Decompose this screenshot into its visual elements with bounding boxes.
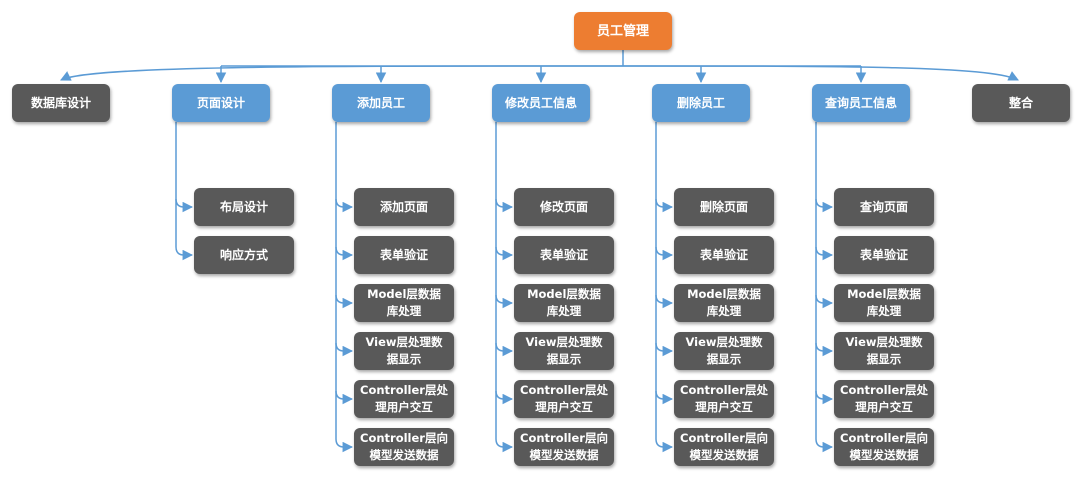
child-connector-line <box>495 294 514 309</box>
child-connector-line <box>335 342 354 357</box>
child-node: 表单验证 <box>674 236 774 274</box>
child-connector-line <box>495 390 514 405</box>
branch-node: 查询员工信息 <box>812 84 910 122</box>
child-connector-line <box>175 246 194 261</box>
child-connector-line <box>655 438 674 453</box>
child-node: Controller层处 理用户交互 <box>514 380 614 418</box>
child-node: 查询页面 <box>834 188 934 226</box>
child-node: 修改页面 <box>514 188 614 226</box>
branch-node: 页面设计 <box>172 84 270 122</box>
child-connector-line <box>815 342 834 357</box>
child-node: Controller层处 理用户交互 <box>354 380 454 418</box>
child-connector-line <box>815 390 834 405</box>
child-node: Model层数据 库处理 <box>834 284 934 322</box>
child-connector-line <box>335 438 354 453</box>
child-connector-line <box>655 294 674 309</box>
child-node: Model层数据 库处理 <box>514 284 614 322</box>
child-node: View层处理数 据显示 <box>674 332 774 370</box>
child-connector-line <box>175 198 194 213</box>
child-node: 布局设计 <box>194 188 294 226</box>
branch-node: 删除员工 <box>652 84 750 122</box>
child-connector-line <box>335 198 354 213</box>
child-connector-line <box>495 246 514 261</box>
child-connector-line <box>655 342 674 357</box>
child-node: Model层数据 库处理 <box>354 284 454 322</box>
child-connector-line <box>495 342 514 357</box>
root-node: 员工管理 <box>574 12 672 50</box>
branch-node: 整合 <box>972 84 1070 122</box>
branch-node: 数据库设计 <box>12 84 110 122</box>
child-node: 表单验证 <box>354 236 454 274</box>
child-node: Controller层向 模型发送数据 <box>354 428 454 466</box>
child-node: Controller层处 理用户交互 <box>674 380 774 418</box>
child-node: Controller层向 模型发送数据 <box>834 428 934 466</box>
child-connector-line <box>335 294 354 309</box>
child-connector-line <box>815 438 834 453</box>
child-connector-line <box>655 246 674 261</box>
child-connector-line <box>815 198 834 213</box>
child-node: 添加页面 <box>354 188 454 226</box>
child-node: View层处理数 据显示 <box>514 332 614 370</box>
child-node: 响应方式 <box>194 236 294 274</box>
child-connector-line <box>815 246 834 261</box>
child-connector-line <box>495 198 514 213</box>
child-node: Model层数据 库处理 <box>674 284 774 322</box>
child-node: Controller层处 理用户交互 <box>834 380 934 418</box>
branch-node: 添加员工 <box>332 84 430 122</box>
child-node: Controller层向 模型发送数据 <box>514 428 614 466</box>
branch-node: 修改员工信息 <box>492 84 590 122</box>
child-connector-line <box>335 246 354 261</box>
child-node: 表单验证 <box>514 236 614 274</box>
child-connector-line <box>655 198 674 213</box>
child-connector-line <box>655 390 674 405</box>
child-node: 表单验证 <box>834 236 934 274</box>
child-connector-line <box>815 294 834 309</box>
child-connector-line <box>495 438 514 453</box>
child-node: 删除页面 <box>674 188 774 226</box>
child-node: View层处理数 据显示 <box>834 332 934 370</box>
child-connector-line <box>335 390 354 405</box>
child-node: View层处理数 据显示 <box>354 332 454 370</box>
child-node: Controller层向 模型发送数据 <box>674 428 774 466</box>
